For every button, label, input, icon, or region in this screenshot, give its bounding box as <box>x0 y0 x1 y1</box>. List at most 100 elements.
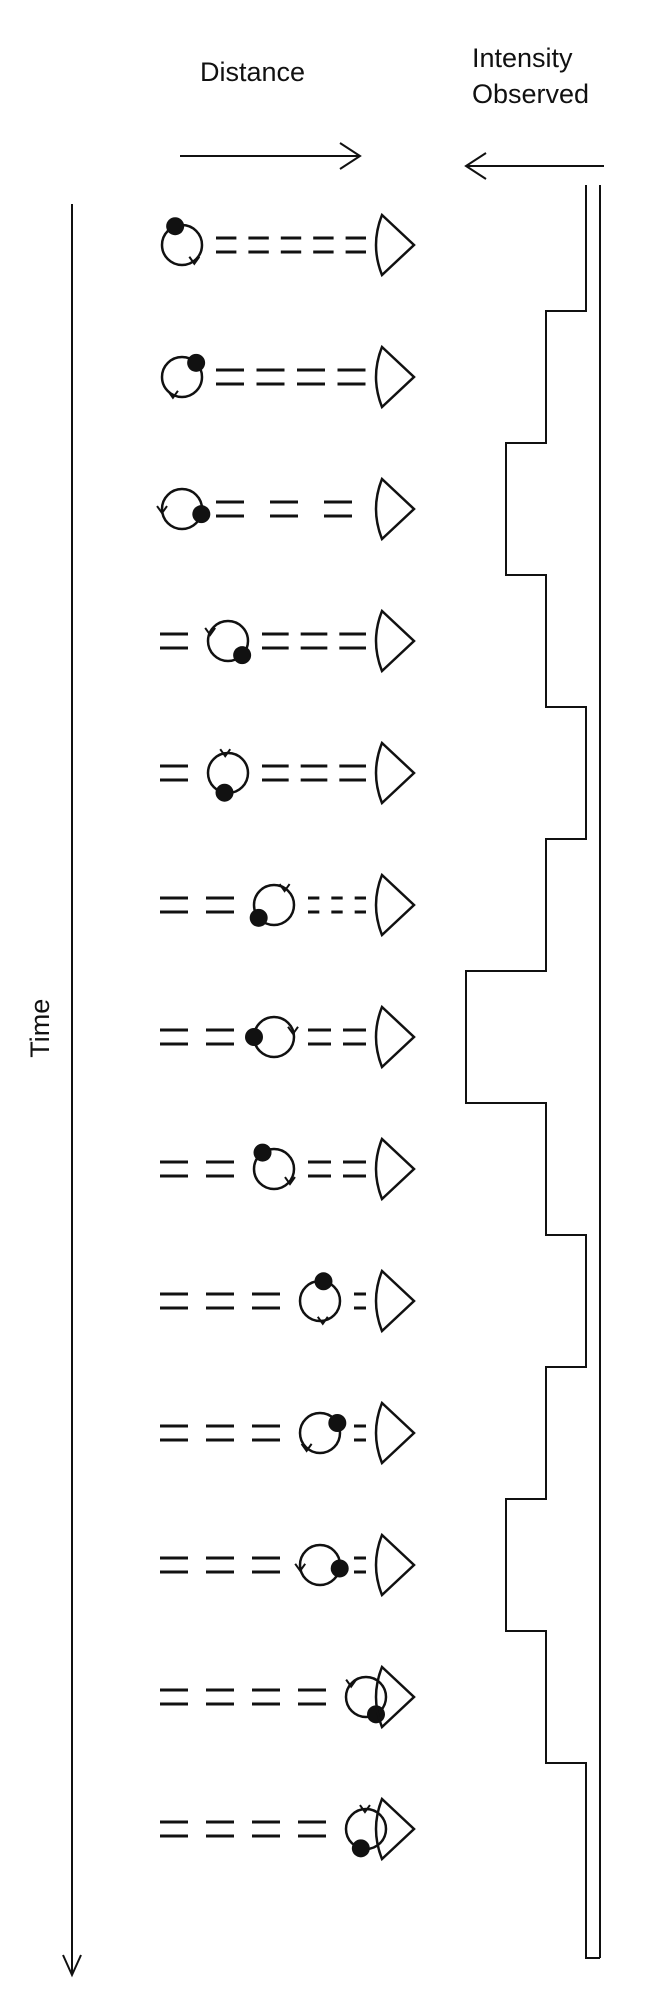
orbiting-body <box>245 1028 263 1046</box>
intensity-observed-label: Intensity Observed <box>472 40 589 113</box>
light-ray-dash <box>298 1688 326 1706</box>
frame-row <box>160 872 416 938</box>
frame-row <box>160 1400 416 1466</box>
frame-row <box>160 1664 416 1730</box>
orbit <box>160 353 206 400</box>
light-ray-dash <box>252 1292 280 1310</box>
orbiting-body <box>314 1272 333 1291</box>
orbit-direction-arrow <box>167 390 179 400</box>
orbit-direction-arrow <box>219 748 232 758</box>
light-ray-dash <box>160 1028 188 1046</box>
light-ray-dash <box>354 1424 366 1442</box>
frame-row <box>156 476 416 542</box>
light-ray-dash <box>354 1556 366 1574</box>
frame-row <box>160 1136 416 1202</box>
light-ray-dash <box>354 1292 366 1310</box>
light-ray-dash <box>160 764 188 782</box>
frame-row <box>160 1796 416 1862</box>
light-ray-dash <box>280 236 302 254</box>
orbiting-body <box>328 1414 347 1432</box>
orbiting-body <box>253 1143 272 1162</box>
orbiting-body <box>330 1559 349 1578</box>
light-ray-dash <box>308 1028 331 1046</box>
light-ray-dash <box>216 500 244 518</box>
orbit <box>245 1015 299 1059</box>
orbit <box>156 487 211 531</box>
observer-eye-icon <box>374 872 416 938</box>
intensity-arrow <box>464 152 604 180</box>
orbit-path <box>206 619 250 663</box>
light-ray-dash <box>308 896 320 914</box>
orbit-direction-arrow <box>359 1804 371 1814</box>
orbit <box>344 1675 388 1724</box>
light-ray-dash <box>206 1292 234 1310</box>
observer-eye-icon <box>374 344 416 410</box>
light-ray-dash <box>252 1688 280 1706</box>
frame-row <box>160 608 416 674</box>
orbit-path <box>298 1411 342 1455</box>
orbit-direction-arrow <box>300 1443 313 1453</box>
observer-eye-icon <box>374 1268 416 1334</box>
orbit-direction-arrow <box>316 1316 329 1326</box>
orbit <box>298 1411 347 1455</box>
light-ray-dash <box>160 1292 188 1310</box>
light-ray-dash <box>300 632 328 650</box>
orbit-direction-arrow <box>156 505 168 515</box>
light-ray-dash <box>262 632 289 650</box>
light-ray-dash <box>206 896 234 914</box>
light-ray-dash <box>345 236 366 254</box>
orbiting-body <box>249 908 268 927</box>
orbiting-body <box>215 783 234 802</box>
intensity-label-line1: Intensity <box>472 43 573 73</box>
time-label: Time <box>24 998 55 1058</box>
observer-eye-icon <box>374 1004 416 1070</box>
light-ray-dash <box>252 1556 280 1574</box>
orbit-direction-arrow <box>278 883 291 893</box>
light-ray-dash <box>216 236 237 254</box>
light-ray-dash <box>206 1424 234 1442</box>
time-arrow <box>62 204 82 1978</box>
orbiting-body <box>192 505 211 524</box>
light-ray-dash <box>160 1556 188 1574</box>
orbit-path <box>252 883 296 927</box>
light-ray-dash <box>206 1820 234 1838</box>
observer-eye-icon <box>374 476 416 542</box>
orbit-direction-arrow <box>287 1026 299 1036</box>
light-ray-dash <box>270 500 298 518</box>
observer-eye-icon <box>374 212 416 278</box>
light-ray-dash <box>160 632 188 650</box>
orbiting-body <box>351 1839 370 1858</box>
light-ray-dash <box>298 1820 326 1838</box>
light-ray-dash <box>308 1160 331 1178</box>
observer-eye-icon <box>374 1664 416 1730</box>
light-ray-dash <box>206 1688 234 1706</box>
light-ray-dash <box>206 1556 234 1574</box>
light-ray-dash <box>300 764 328 782</box>
observer-eye-icon <box>374 1796 416 1862</box>
orbit-direction-arrow <box>284 1176 296 1186</box>
distance-arrow <box>180 142 362 170</box>
orbit-path <box>252 1147 296 1191</box>
frame-row <box>160 740 416 806</box>
light-ray-dash <box>248 236 269 254</box>
intensity-curve <box>465 185 587 1958</box>
observer-eye-icon <box>374 740 416 806</box>
light-ray-dash <box>343 1160 366 1178</box>
light-ray-dash <box>160 1424 188 1442</box>
light-ray-dash <box>252 1424 280 1442</box>
light-ray-dash <box>343 1028 366 1046</box>
orbiting-body <box>187 353 206 372</box>
orbit <box>249 883 296 927</box>
light-ray-dash <box>262 764 289 782</box>
intensity-label-line2: Observed <box>472 79 590 110</box>
light-ray-dash <box>216 368 244 386</box>
light-ray-dash <box>313 236 334 254</box>
light-ray-dash <box>252 1820 280 1838</box>
orbit <box>294 1543 349 1587</box>
orbit-direction-arrow <box>188 256 201 266</box>
frame-row <box>160 1532 416 1598</box>
light-ray-dash <box>160 896 188 914</box>
intensity-trace <box>465 185 601 1959</box>
